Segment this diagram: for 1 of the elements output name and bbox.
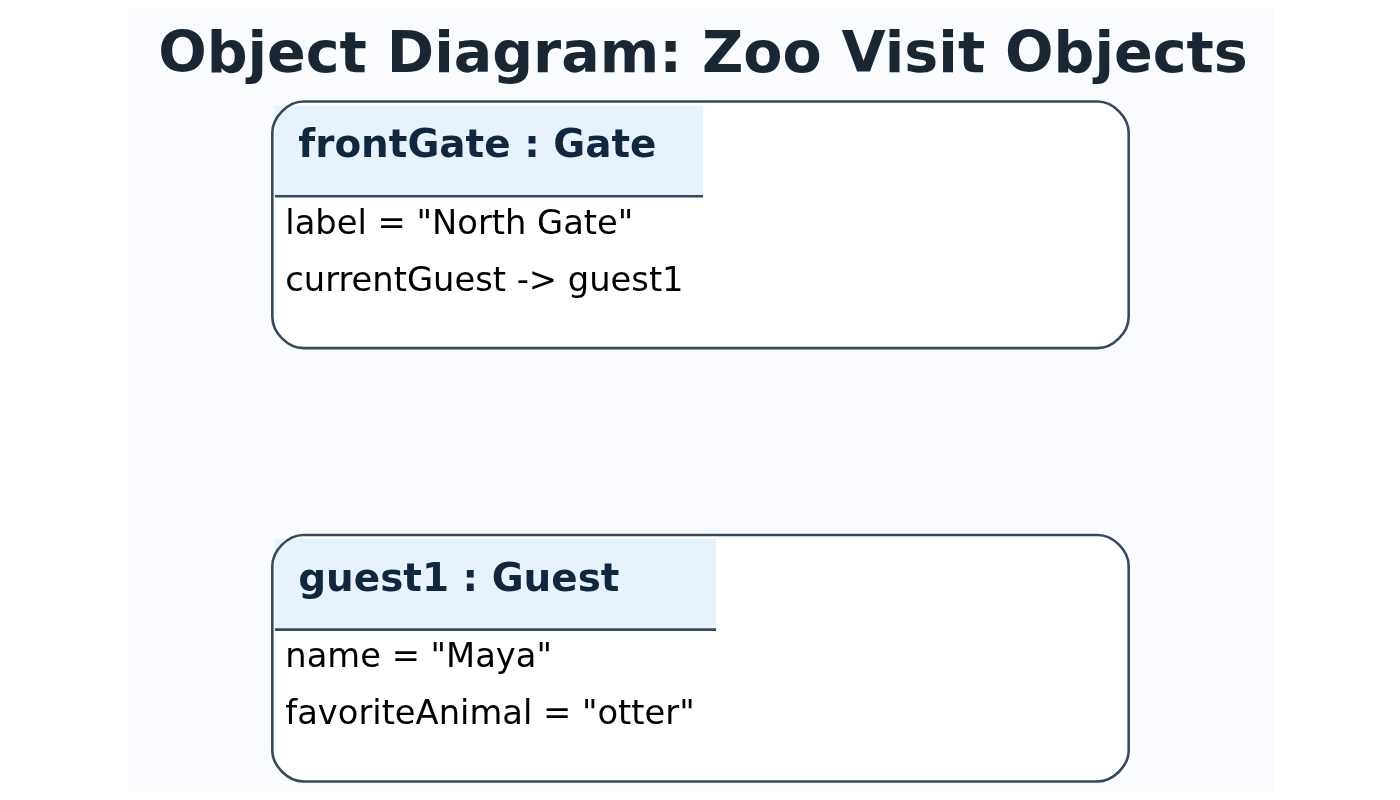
diagram-title: Object Diagram: Zoo Visit Objects bbox=[157, 18, 1248, 85]
